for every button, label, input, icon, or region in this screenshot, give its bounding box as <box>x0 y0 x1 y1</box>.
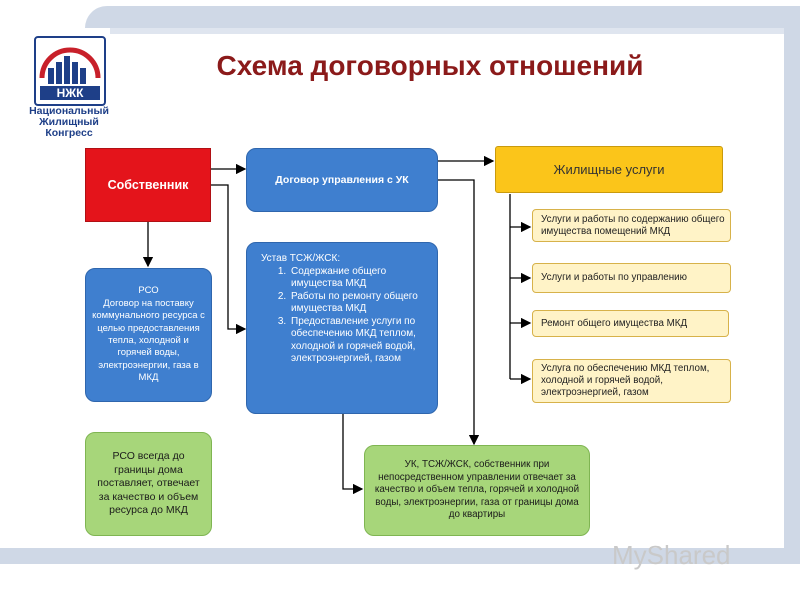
logo-caption-line: Жилищный <box>39 116 99 128</box>
right-frame-band <box>784 28 800 568</box>
management-contract-box: Договор управления с УК <box>246 148 438 212</box>
arrow-contract-to-responsibility <box>438 179 480 446</box>
arrow-charter-to-responsibility <box>342 414 364 495</box>
top-frame-band <box>85 6 800 28</box>
owner-box: Собственник <box>85 148 211 222</box>
service-box: Услуга по обеспечению МКД теплом, холодн… <box>532 359 731 403</box>
charter-item: Содержание общего имущества МКД <box>289 266 427 291</box>
rso-responsibility-box: РСО всегда до границы дома поставляет, о… <box>85 432 212 536</box>
page-title: Схема договорных отношений <box>216 50 644 81</box>
bottom-frame-band <box>0 548 800 564</box>
watermark-text: MyShared <box>612 540 731 570</box>
logo-abbr: НЖК <box>57 86 85 100</box>
nzhk-logo: НЖК <box>34 36 106 106</box>
service-box: Услуги и работы по управлению <box>532 263 731 293</box>
logo-caption-line: Национальный <box>29 105 109 117</box>
logo-caption: Национальный Жилищный Конгресс <box>20 106 118 139</box>
bottom-frame-fill <box>0 564 800 600</box>
charter-box: Устав ТСЖ/ЖСК: Содержание общего имущест… <box>246 242 438 414</box>
service-box: Ремонт общего имущества МКД <box>532 310 729 337</box>
charter-item: Предоставление услуги по обеспечению МКД… <box>289 316 427 366</box>
top-frame-stripe <box>110 28 800 34</box>
charter-heading: Устав ТСЖ/ЖСК: <box>261 253 341 264</box>
logo-mark-icon: НЖК <box>39 47 101 100</box>
housing-services-box: Жилищные услуги <box>495 146 723 193</box>
rso-contract-box: РСО Договор на поставку коммунального ре… <box>85 268 212 402</box>
service-box: Услуги и работы по содержанию общего иму… <box>532 209 731 242</box>
charter-item: Работы по ремонту общего имущества МКД <box>289 291 427 316</box>
watermark: MyShared <box>612 540 731 571</box>
charter-list: Содержание общего имущества МКД Работы п… <box>261 266 427 366</box>
logo-caption-line: Конгресс <box>45 127 93 139</box>
uk-responsibility-box: УК, ТСЖ/ЖСК, собственник при непосредств… <box>364 445 590 536</box>
arrow-owner-to-charter <box>211 184 247 335</box>
